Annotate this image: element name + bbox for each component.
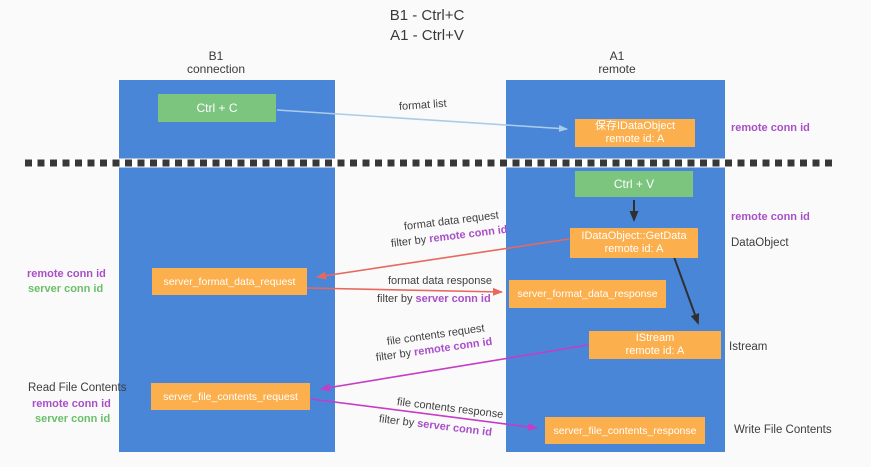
node-server-format-data-response-label: server_format_data_response [517,288,658,300]
node-getdata-line1: IDataObject::GetData [581,230,687,242]
label-server-conn-id-left-1: server conn id [28,283,104,295]
label-remote-conn-id-left-2: remote conn id [32,398,111,410]
diagram-title: B1 - Ctrl+C A1 - Ctrl+V [327,6,527,46]
filter-by-text: filter by [390,233,430,250]
filter-by-text: filter by [378,413,418,430]
node-istream-line1: IStream [635,332,675,344]
node-server-format-data-request: server_format_data_request [152,268,307,295]
server-conn-id-key: server conn id [416,417,493,439]
edge-label-format-data-response: format data response [388,275,492,287]
node-istream: IStream remote id: A [589,331,721,359]
node-istream-line2: remote id: A [625,345,685,357]
node-save-idataobject-line1: 保存IDataObject [594,120,676,132]
lane-b1-role: connection [186,62,246,76]
node-save-idataobject-line2: remote id: A [605,133,665,145]
diagram-title-line1: B1 - Ctrl+C [389,7,465,24]
lane-a1-name: A1 [609,49,625,63]
edge-label-format-list: format list [398,97,447,113]
node-getdata-line2: remote id: A [604,243,664,255]
label-remote-conn-id-left-1: remote conn id [27,268,106,280]
node-ctrl-c: Ctrl + C [158,94,276,122]
diagram-title-line2: A1 - Ctrl+V [390,27,464,44]
filter-by-text: filter by [375,346,415,364]
label-dataobject: DataObject [731,237,789,249]
node-server-file-contents-request: server_file_contents_request [151,383,310,410]
server-conn-id-key: server conn id [415,293,491,305]
node-ctrl-v: Ctrl + V [575,171,693,197]
label-istream: Istream [729,341,768,353]
label-write-file-contents: Write File Contents [734,424,832,436]
label-remote-conn-id-mid-right: remote conn id [731,211,810,223]
lane-header-a1: A1 remote [547,50,687,76]
lane-b1-name: B1 [208,49,224,63]
node-idataobject-getdata: IDataObject::GetData remote id: A [570,228,698,258]
filter-by-text: filter by [377,293,416,305]
lane-header-b1: B1 connection [146,50,286,76]
label-server-conn-id-left-2: server conn id [35,413,111,425]
node-server-file-contents-request-label: server_file_contents_request [163,390,298,403]
node-ctrl-v-label: Ctrl + V [613,177,655,191]
node-server-format-data-response: server_format_data_response [509,280,666,308]
label-remote-conn-id-top-right: remote conn id [731,122,810,134]
node-save-idataobject: 保存IDataObject remote id: A [575,119,695,147]
node-server-file-contents-response: server_file_contents_response [545,417,705,444]
node-server-format-data-request-label: server_format_data_request [163,275,296,288]
node-server-file-contents-response-label: server_file_contents_response [553,424,697,437]
edge-label-format-response-filter: filter by server conn id [377,293,491,305]
label-read-file-contents: Read File Contents [28,382,127,394]
node-ctrl-c-label: Ctrl + C [196,101,238,115]
format-data-response-arrow [306,287,503,296]
lane-a1-role: remote [598,62,636,76]
